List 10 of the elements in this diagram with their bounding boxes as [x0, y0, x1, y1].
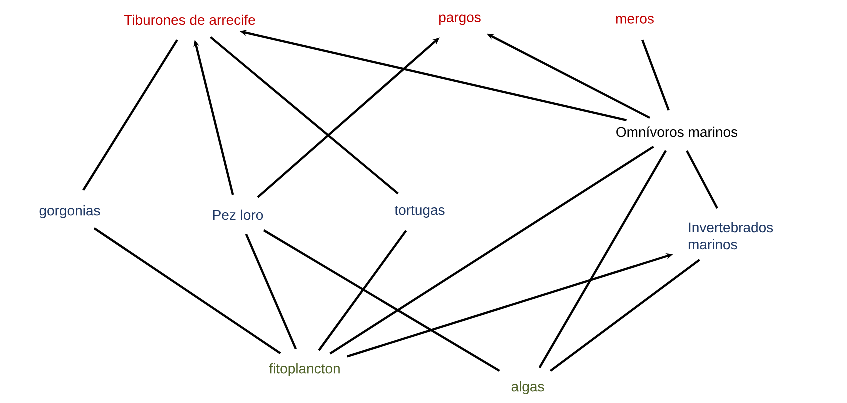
species-label: Pez loro [213, 210, 264, 220]
species-label: Invertebrados marinos [688, 222, 774, 250]
species-label: algas [512, 381, 544, 394]
species-label: pargos [440, 14, 481, 26]
species-label: meros [616, 16, 654, 24]
species-label: Tiburones de arrecife [124, 14, 256, 26]
species-label: tortugas [394, 206, 445, 218]
species-label: gorgonias [40, 205, 100, 218]
species-label: fitoplancton [269, 363, 340, 376]
species-label: Omnívoros marinos [616, 126, 738, 138]
